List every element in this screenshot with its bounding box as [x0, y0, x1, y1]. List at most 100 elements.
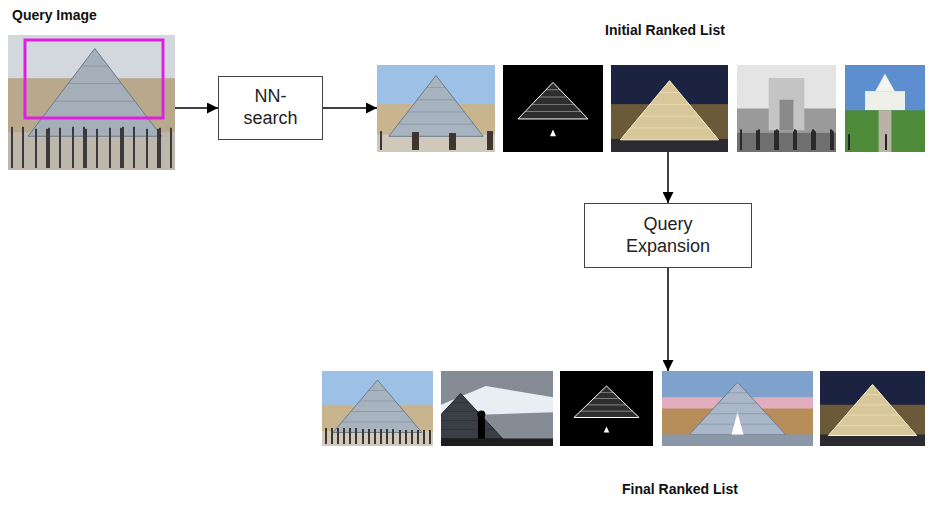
photo-shape [848, 137, 850, 150]
process-box: Query Expansion [584, 203, 752, 268]
flow-arrow [175, 107, 218, 109]
photo-shape [848, 135, 850, 150]
photo-shape [454, 133, 456, 150]
photo-shape [362, 429, 364, 444]
photo-shape [441, 439, 553, 447]
photo-shape [349, 428, 351, 444]
photo-shape [769, 78, 805, 130]
photo-shape [846, 415, 899, 416]
photo-shape [109, 128, 111, 168]
photo-thumbnail [611, 65, 728, 152]
photo-shape [879, 110, 892, 152]
photo-shape [689, 382, 786, 435]
photo-shape [539, 97, 567, 98]
photo-shape [488, 131, 490, 150]
photo-shape [337, 428, 339, 444]
flow-arrow [667, 152, 669, 203]
photo-shape [604, 427, 610, 433]
photo-shape [775, 131, 777, 150]
photo-shape [68, 83, 121, 84]
photo-shape [46, 129, 48, 168]
photo-thumbnail [322, 371, 433, 446]
photo-shape [855, 404, 890, 405]
photo-shape [503, 65, 603, 152]
photo-shape [793, 131, 795, 150]
photo-shape [828, 385, 916, 436]
photo-shape [377, 135, 495, 152]
photo-shape [885, 136, 887, 150]
photo-thumbnail [662, 371, 813, 446]
photo-shape [662, 435, 813, 446]
photo-shape [413, 132, 415, 150]
query-region [25, 40, 163, 118]
photo-shape [848, 135, 850, 150]
photo-shape [28, 49, 162, 137]
photo-shape [146, 129, 148, 168]
photo-shape [794, 129, 796, 150]
photo-shape [325, 428, 327, 444]
photo-shape [331, 428, 333, 444]
heading: Final Ranked List [622, 481, 738, 498]
photo-shape [398, 124, 474, 125]
photo-shape [845, 110, 925, 152]
flow-arrow [667, 268, 669, 371]
photo-shape [848, 137, 850, 150]
photo-thumbnail [737, 65, 836, 152]
photo-shape [368, 429, 370, 444]
photo-shape [170, 128, 172, 168]
photo-thumbnail [441, 371, 553, 446]
photo-thumbnail [8, 35, 175, 170]
photo-shape [322, 371, 433, 446]
photo-shape [133, 127, 135, 168]
photo-shape [580, 411, 632, 412]
photo-shape [574, 386, 639, 418]
photo-shape [490, 131, 492, 150]
photo-shape [444, 411, 478, 412]
ranked-list: Initial Ranked List [377, 65, 925, 152]
photo-shape [620, 81, 718, 140]
photo-shape [389, 75, 483, 136]
photo-shape [441, 394, 503, 439]
photo-shape [414, 132, 416, 150]
heading: Query Image [12, 7, 97, 24]
photo-shape [489, 131, 491, 150]
photo-shape [848, 136, 850, 150]
photo-shape [441, 429, 494, 430]
photo-shape [820, 371, 925, 446]
photo-shape [885, 137, 887, 150]
photo-shape [630, 127, 709, 128]
photo-shape [518, 82, 588, 119]
photo-shape [55, 101, 135, 102]
photo-shape [662, 409, 813, 435]
photo-shape [611, 139, 728, 152]
photo-shape [487, 131, 489, 150]
photo-shape [83, 127, 85, 168]
photo-shape [756, 130, 758, 150]
photo-shape [360, 401, 396, 402]
photo-shape [377, 65, 495, 152]
photo-shape [417, 132, 419, 150]
photo-shape [611, 65, 728, 152]
photo-shape [423, 430, 425, 444]
heading: Initial Ranked List [605, 22, 725, 39]
photo-shape [8, 35, 175, 170]
photo-shape [399, 430, 401, 444]
photo-shape [22, 127, 24, 168]
photo-shape [737, 133, 836, 152]
photo-shape [343, 428, 345, 444]
photo-shape [740, 129, 742, 150]
photo-shape [342, 422, 413, 423]
photo-shape [405, 430, 407, 444]
photo-shape [477, 411, 485, 419]
photo-shape [650, 104, 689, 105]
photo-shape [85, 129, 87, 168]
photo-shape [48, 128, 50, 168]
photo-shape [355, 428, 357, 444]
photo-shape [587, 404, 626, 405]
photo-shape [491, 131, 493, 150]
photo-shape [453, 133, 455, 150]
query-image: Query Image [8, 35, 175, 170]
ranked-list: Final Ranked List [322, 371, 925, 446]
photo-shape [811, 131, 813, 150]
photo-shape [417, 99, 455, 100]
